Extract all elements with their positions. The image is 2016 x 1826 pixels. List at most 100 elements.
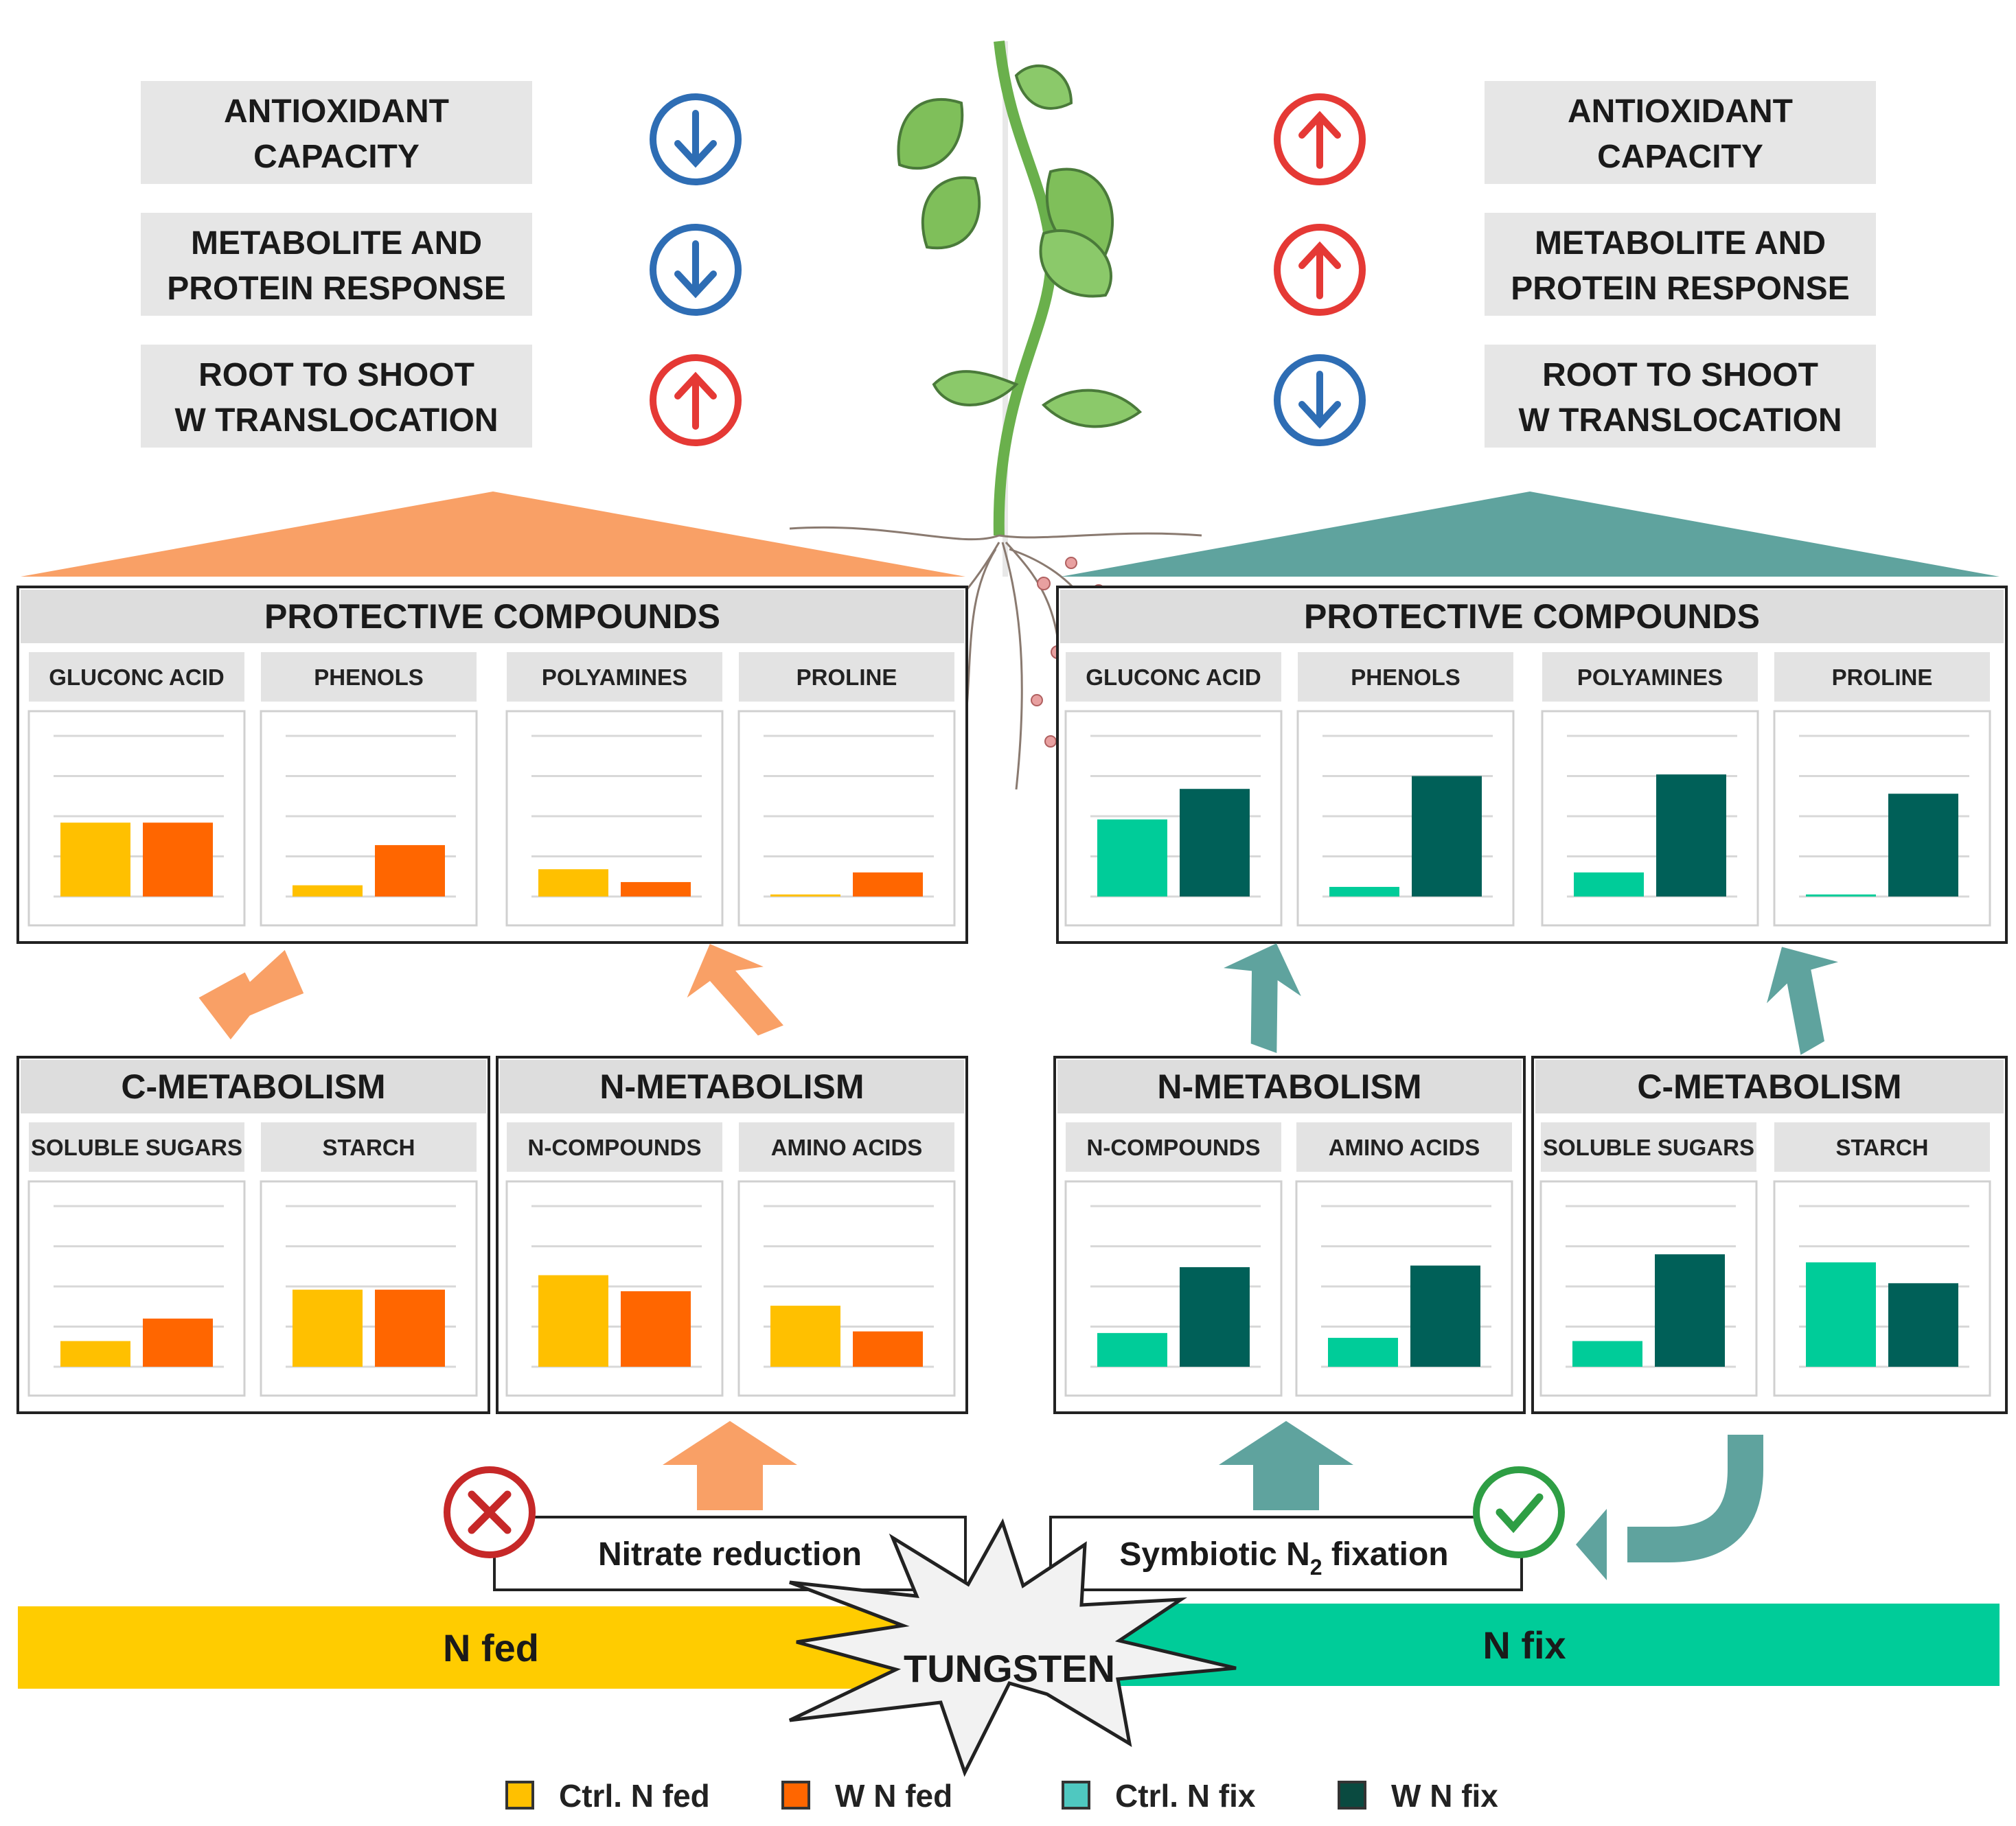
chart-bar xyxy=(621,1291,691,1367)
legend-label: Ctrl. N fed xyxy=(559,1778,710,1814)
left-effect-2-line2: PROTEIN RESPONSE xyxy=(167,270,505,307)
left-effect-1-line1: ANTIOXIDANT xyxy=(224,93,449,130)
panel-label-box xyxy=(29,1122,244,1172)
up-arrow-icon xyxy=(687,944,783,1036)
legend-label: W N fed xyxy=(835,1778,952,1814)
chart-panel: N-COMPOUNDS xyxy=(1064,1122,1283,1397)
chart-panels: GLUCONC ACID PHENOLS POLYAMINES PROLINE GLUC… xyxy=(27,652,1991,1397)
chart-bar xyxy=(60,1341,130,1367)
chart-bar xyxy=(1888,794,1958,897)
protective-title-right: PROTECTIVE COMPOUNDS xyxy=(1304,597,1760,636)
right-effect-box-3 xyxy=(1485,345,1876,448)
down-arrow-icon xyxy=(1274,354,1366,446)
n-fed-label: N fed xyxy=(443,1626,539,1669)
chart-panel: SOLUBLE SUGARS xyxy=(1539,1122,1758,1397)
chart-bar xyxy=(375,845,445,897)
c-metabolism-title-right: C-METABOLISM xyxy=(1637,1067,1901,1106)
legend-label: W N fix xyxy=(1391,1778,1498,1814)
panel-label: AMINO ACIDS xyxy=(1329,1135,1480,1160)
legend-swatch xyxy=(505,1781,534,1810)
panel-label-box xyxy=(507,1122,722,1172)
curved-return-arrowhead-icon xyxy=(1576,1509,1607,1580)
panel-label: SOLUBLE SUGARS xyxy=(31,1135,242,1160)
left-effect-3-line1: ROOT TO SHOOT xyxy=(198,357,474,393)
chart-bar xyxy=(770,1306,840,1367)
chart-bar xyxy=(1180,789,1250,897)
protective-title-left: PROTECTIVE COMPOUNDS xyxy=(264,597,720,636)
chart-bar xyxy=(1656,774,1726,897)
panel-label-box xyxy=(507,652,722,702)
chart-panel: STARCH xyxy=(1773,1122,1991,1397)
symbiotic-subscript: 2 xyxy=(1310,1555,1322,1580)
up-arrow-icon xyxy=(1767,947,1838,1055)
chart-bar xyxy=(1888,1283,1958,1367)
chart-bar xyxy=(375,1289,445,1367)
chart-bar xyxy=(853,872,923,897)
legend-swatch xyxy=(781,1781,810,1810)
symbiotic-prefix: Symbiotic N xyxy=(1119,1536,1309,1573)
chart-panel: PHENOLS xyxy=(1296,652,1515,927)
panel-label-box xyxy=(1774,1122,1990,1172)
panel-label-box xyxy=(1774,652,1990,702)
right-direction-indicators xyxy=(1274,93,1366,446)
panel-label: GLUCONC ACID xyxy=(1086,664,1261,690)
panel-label-box xyxy=(1066,1122,1281,1172)
chart-bar xyxy=(1328,1337,1398,1367)
check-icon xyxy=(1473,1466,1565,1558)
up-arrow-icon xyxy=(1274,93,1366,185)
nitrate-reduction-box: Nitrate reduction xyxy=(493,1516,967,1591)
panel-label-box xyxy=(1298,652,1513,702)
orange-arrows xyxy=(198,944,797,1510)
up-arrow-icon xyxy=(1274,224,1366,316)
down-arrow-icon xyxy=(650,224,742,316)
panel-label: PHENOLS xyxy=(1351,664,1461,690)
c-metabolism-title-left: C-METABOLISM xyxy=(121,1067,385,1106)
chart-panel: GLUCONC ACID xyxy=(27,652,246,927)
chart-bar xyxy=(1180,1267,1250,1367)
chart-panel: STARCH xyxy=(260,1122,478,1397)
panel-label-box xyxy=(739,1122,954,1172)
chart-bar xyxy=(770,894,840,897)
panel-label: AMINO ACIDS xyxy=(771,1135,923,1160)
panel-label-box xyxy=(1066,652,1281,702)
panel-label: PROLINE xyxy=(797,664,897,690)
right-effect-2-line1: METABOLITE AND xyxy=(1535,225,1826,262)
panel-label: STARCH xyxy=(322,1135,415,1160)
left-direction-indicators xyxy=(650,93,742,446)
tungsten-label: TUNGSTEN xyxy=(904,1647,1115,1690)
legend-swatch xyxy=(1338,1781,1366,1810)
legend-swatch xyxy=(1062,1781,1090,1810)
down-arrow-icon xyxy=(650,93,742,185)
left-effect-3-line2: W TRANSLOCATION xyxy=(174,402,498,439)
up-arrow-icon xyxy=(663,1421,797,1510)
chart-bar xyxy=(143,822,213,897)
right-effect-box-1 xyxy=(1485,81,1876,184)
symbiotic-fixation-box: Symbiotic N2 fixation xyxy=(1049,1516,1523,1591)
n-metabolism-title-right: N-METABOLISM xyxy=(1157,1067,1421,1106)
left-effect-box-1 xyxy=(141,81,532,184)
chart-bar xyxy=(621,881,691,897)
right-effect-box-2 xyxy=(1485,213,1876,316)
left-effect-box-2 xyxy=(141,213,532,316)
chart-panel: SOLUBLE SUGARS xyxy=(27,1122,246,1397)
left-effect-box-3 xyxy=(141,345,532,448)
panel-label-box xyxy=(261,652,477,702)
chart-bar xyxy=(1329,886,1399,897)
panel-label: N-COMPOUNDS xyxy=(528,1135,702,1160)
panel-label-box xyxy=(261,1122,477,1172)
chart-bar xyxy=(1806,1262,1876,1367)
chart-panel: POLYAMINES xyxy=(1541,652,1759,927)
panel-label: N-COMPOUNDS xyxy=(1087,1135,1261,1160)
chart-bar xyxy=(1097,819,1167,897)
symbiotic-suffix: fixation xyxy=(1322,1536,1449,1573)
blocked-icon xyxy=(444,1466,536,1558)
panel-label: STARCH xyxy=(1835,1135,1928,1160)
legend-item: W N fed xyxy=(781,1778,952,1814)
panel-label-box xyxy=(739,652,954,702)
up-arrow-icon xyxy=(1219,1421,1353,1510)
left-effects: ANTIOXIDANT CAPACITY METABOLITE AND PROT… xyxy=(141,81,532,448)
chart-bar xyxy=(143,1318,213,1367)
up-arrow-icon xyxy=(198,949,304,1040)
chart-bar xyxy=(538,869,608,897)
